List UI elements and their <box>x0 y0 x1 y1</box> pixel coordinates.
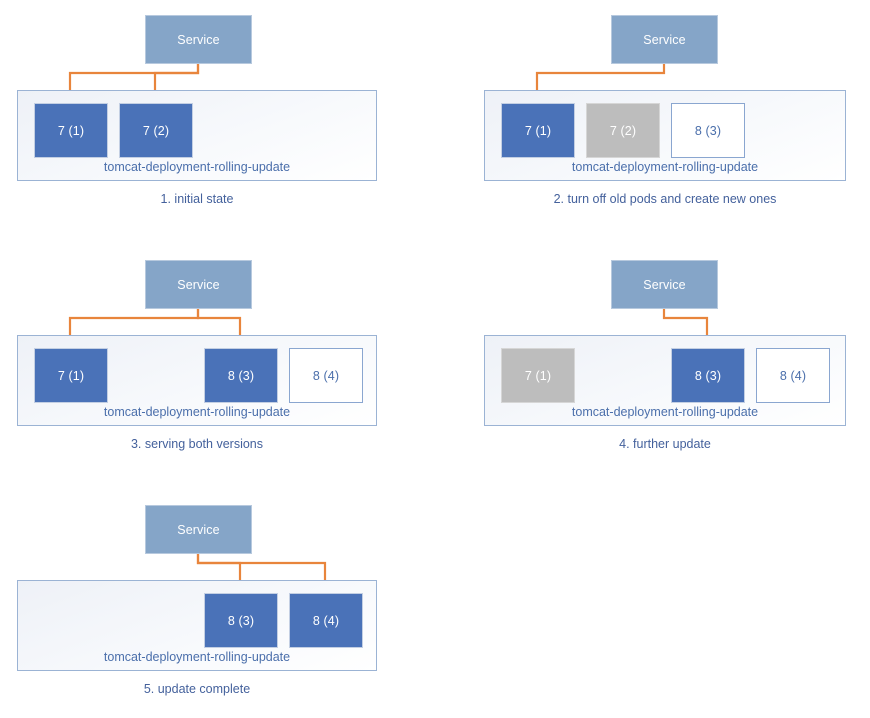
deployment-label: tomcat-deployment-rolling-update <box>103 650 291 664</box>
deployment-label: tomcat-deployment-rolling-update <box>103 405 291 419</box>
pod-8-4[interactable]: 8 (4) <box>289 348 363 403</box>
deployment-label: tomcat-deployment-rolling-update <box>571 405 759 419</box>
deployment-container[interactable]: 7 (1) 8 (3) 8 (4) tomcat-deployment-roll… <box>484 335 846 426</box>
pod-7-1[interactable]: 7 (1) <box>501 348 575 403</box>
pod-7-1[interactable]: 7 (1) <box>34 348 108 403</box>
pod-7-2[interactable]: 7 (2) <box>586 103 660 158</box>
pod-8-4[interactable]: 8 (4) <box>756 348 830 403</box>
deployment-container[interactable]: 7 (1) 7 (2) 8 (3) tomcat-deployment-roll… <box>484 90 846 181</box>
pod-8-3[interactable]: 8 (3) <box>671 348 745 403</box>
service-node[interactable]: Service <box>611 260 718 309</box>
pod-8-4[interactable]: 8 (4) <box>289 593 363 648</box>
service-node[interactable]: Service <box>145 15 252 64</box>
panel-caption: 2. turn off old pods and create new ones <box>553 192 777 206</box>
deployment-container[interactable]: 7 (1) 7 (2) tomcat-deployment-rolling-up… <box>17 90 377 181</box>
service-node[interactable]: Service <box>145 505 252 554</box>
pod-7-2[interactable]: 7 (2) <box>119 103 193 158</box>
pod-8-3[interactable]: 8 (3) <box>204 593 278 648</box>
deployment-container[interactable]: 8 (3) 8 (4) tomcat-deployment-rolling-up… <box>17 580 377 671</box>
pod-8-3[interactable]: 8 (3) <box>204 348 278 403</box>
panel-caption: 4. further update <box>619 437 711 451</box>
deployment-container[interactable]: 7 (1) 8 (3) 8 (4) tomcat-deployment-roll… <box>17 335 377 426</box>
panel-caption: 5. update complete <box>143 682 251 696</box>
service-node[interactable]: Service <box>145 260 252 309</box>
pod-8-3[interactable]: 8 (3) <box>671 103 745 158</box>
deployment-label: tomcat-deployment-rolling-update <box>571 160 759 174</box>
service-node[interactable]: Service <box>611 15 718 64</box>
deployment-label: tomcat-deployment-rolling-update <box>103 160 291 174</box>
pod-7-1[interactable]: 7 (1) <box>501 103 575 158</box>
panel-caption: 1. initial state <box>160 192 234 206</box>
pod-7-1[interactable]: 7 (1) <box>34 103 108 158</box>
panel-caption: 3. serving both versions <box>130 437 263 451</box>
